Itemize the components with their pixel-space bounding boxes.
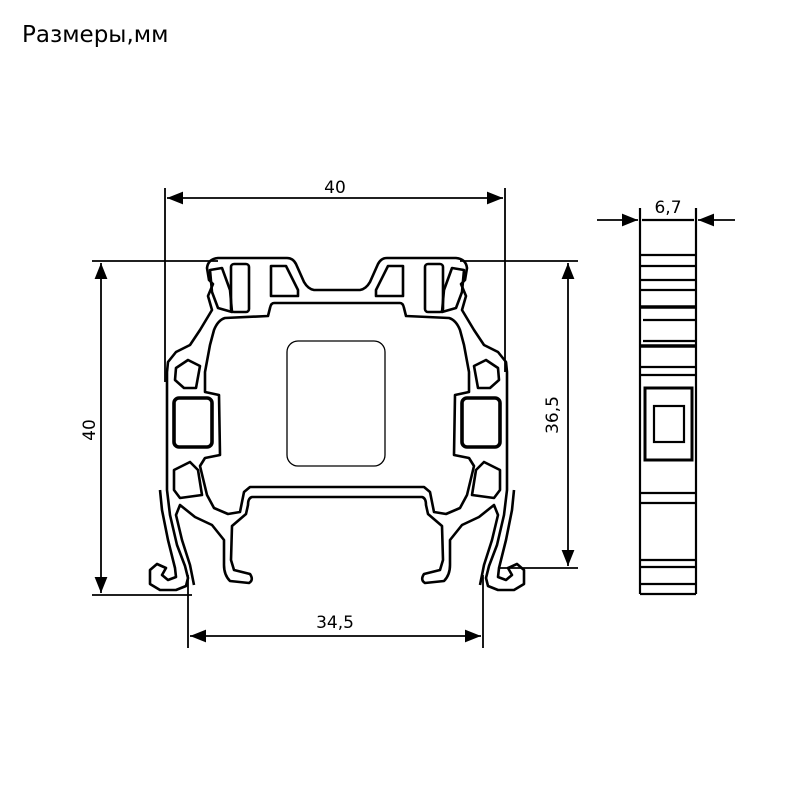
terminal-block-front-profile <box>148 256 526 592</box>
dimension-rail-height <box>460 260 578 569</box>
dim-label-overall-height: 40 <box>80 419 100 441</box>
drawing-title: Размеры,мм <box>22 22 169 48</box>
dim-label-foot-width: 34,5 <box>316 613 354 633</box>
dim-label-overall-width: 40 <box>324 178 346 198</box>
dim-label-rail-height: 36,5 <box>543 396 563 434</box>
dimension-overall-height <box>92 260 218 596</box>
dimension-overall-width <box>164 188 506 382</box>
dim-label-thickness: 6,7 <box>654 198 681 218</box>
dimension-foot-width <box>187 575 484 648</box>
label-window <box>286 340 386 467</box>
terminal-block-side-view <box>638 208 698 596</box>
